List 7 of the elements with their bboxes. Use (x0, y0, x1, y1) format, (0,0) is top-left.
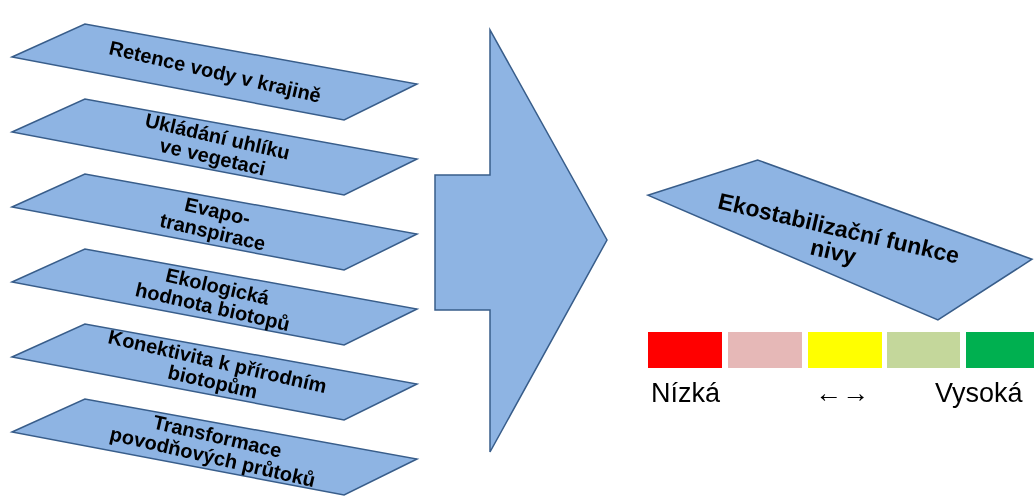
scale-label: Nízká (651, 378, 721, 409)
range-arrow-label: ←→ (815, 378, 869, 409)
layer-label: Ukládání uhlíku ve vegetaci (141, 109, 293, 182)
layer-plate (12, 397, 417, 497)
block-arrow (434, 27, 608, 453)
scale-label: Vysoká (935, 378, 1023, 409)
layer-label: Retence vody v krajině (105, 35, 324, 109)
